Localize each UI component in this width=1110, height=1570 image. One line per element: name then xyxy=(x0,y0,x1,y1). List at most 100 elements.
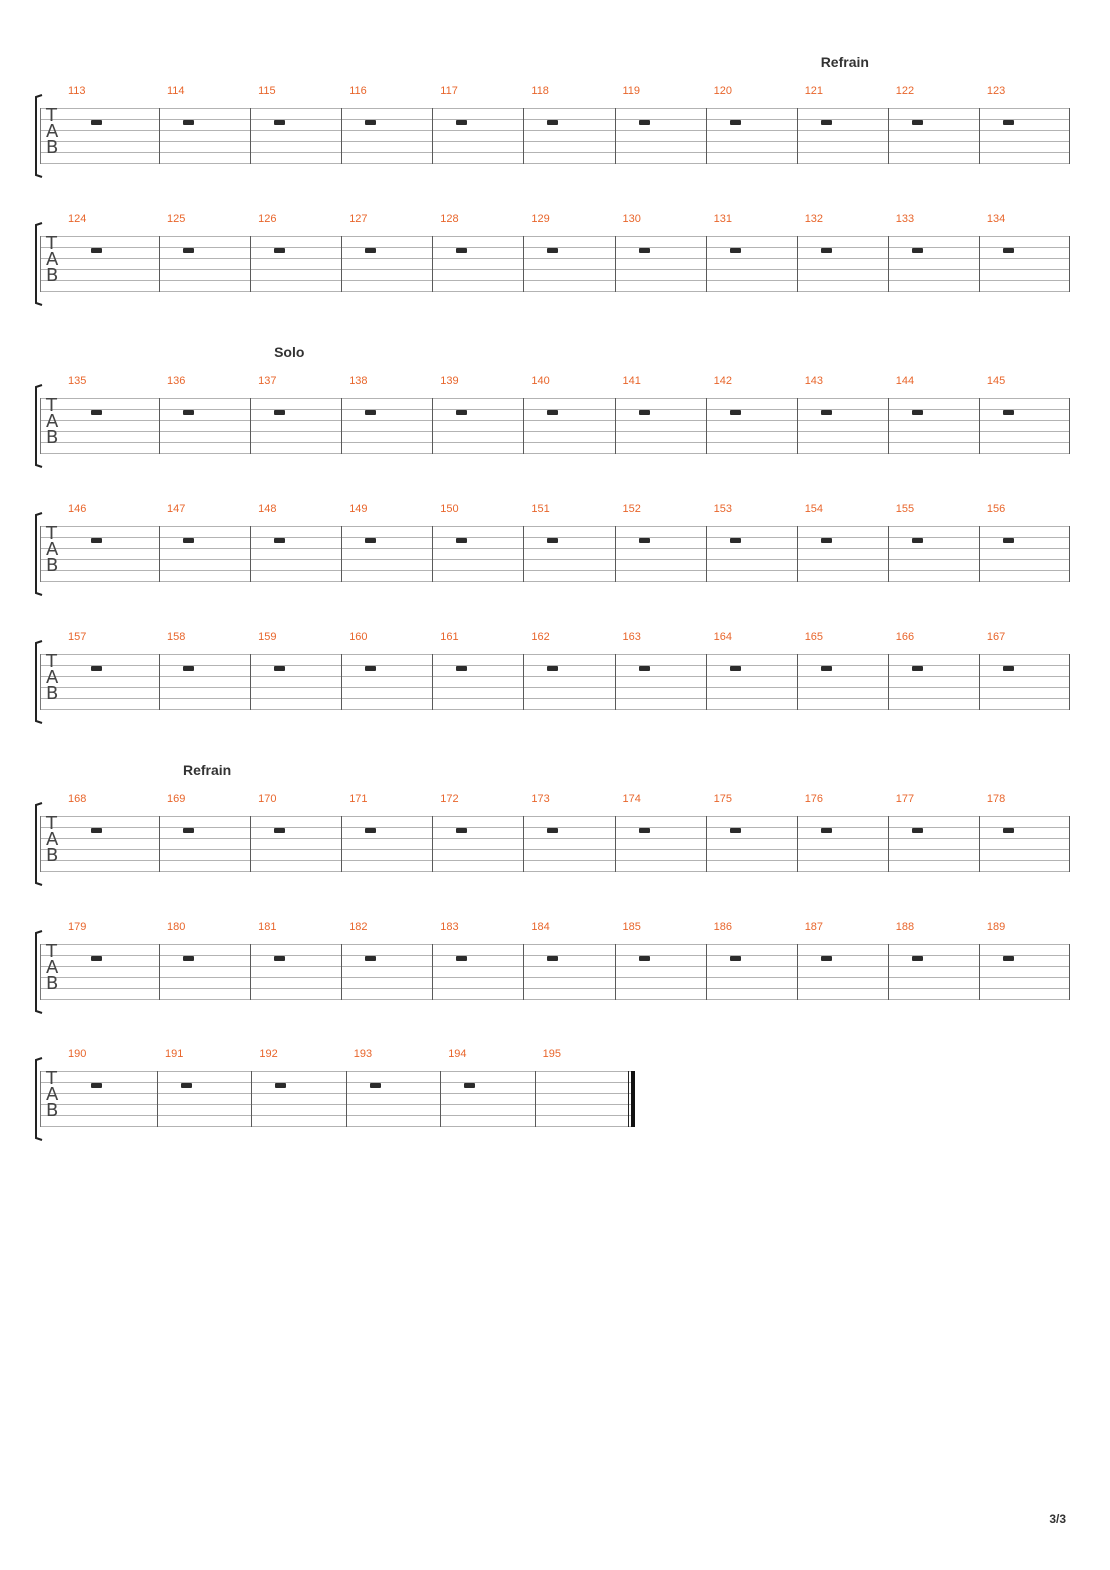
measure-number: 143 xyxy=(804,375,824,387)
staff-line xyxy=(40,420,1070,421)
measure-number: 191 xyxy=(165,1048,184,1060)
staff-line xyxy=(40,871,1070,872)
measure-number: 134 xyxy=(986,213,1006,225)
whole-rest xyxy=(183,828,194,833)
tab-clef-letter: B xyxy=(46,1100,59,1121)
tab-clef-letter: B xyxy=(46,265,59,286)
tab-clef-letter: A xyxy=(46,539,59,560)
measure-number: 140 xyxy=(531,375,550,387)
measure-number: 145 xyxy=(986,375,1006,387)
whole-rest xyxy=(638,248,650,253)
barline xyxy=(1069,526,1070,582)
whole-rest xyxy=(547,410,559,415)
whole-rest xyxy=(183,956,194,961)
barline xyxy=(159,236,160,292)
measure-number: 162 xyxy=(531,631,550,643)
staff-brace xyxy=(33,384,43,468)
barline xyxy=(978,398,980,454)
measure-number: 130 xyxy=(622,213,641,225)
staff-line xyxy=(40,453,1070,454)
tab-clef-letter: T xyxy=(46,651,57,672)
measure-number: 163 xyxy=(622,631,641,643)
measure-number: 151 xyxy=(531,503,550,515)
whole-rest xyxy=(820,538,832,543)
barline xyxy=(432,654,434,710)
measure-number: 153 xyxy=(713,503,732,515)
whole-rest xyxy=(456,120,468,125)
measure-number: 182 xyxy=(349,921,368,933)
measure-number: 194 xyxy=(448,1048,467,1060)
barline xyxy=(614,398,616,454)
whole-rest xyxy=(820,410,832,415)
staff-brace xyxy=(33,94,43,178)
measure-number: 152 xyxy=(622,503,641,515)
staff-brace xyxy=(33,222,43,306)
staff-line xyxy=(40,280,1070,281)
staff-line xyxy=(40,988,1070,989)
whole-rest xyxy=(547,248,559,253)
staff-line xyxy=(40,247,1070,248)
measure-number: 173 xyxy=(531,793,550,805)
measure-number: 168 xyxy=(68,793,87,805)
staff-line xyxy=(40,698,1070,699)
barline xyxy=(796,398,798,454)
staff-line xyxy=(40,966,1070,967)
whole-rest xyxy=(1002,410,1014,415)
measure-number: 146 xyxy=(68,503,87,515)
measure-number: 123 xyxy=(986,85,1006,97)
tab-clef-letter: T xyxy=(46,523,57,544)
staff-line xyxy=(40,431,1070,432)
measure-number: 185 xyxy=(622,921,641,933)
barline xyxy=(887,398,889,454)
measure-number: 118 xyxy=(531,85,549,97)
measure-number: 187 xyxy=(804,921,824,933)
staff-brace xyxy=(33,930,43,1014)
barline xyxy=(705,398,707,454)
whole-rest xyxy=(275,1083,287,1088)
whole-rest xyxy=(911,538,923,543)
barline xyxy=(432,108,434,164)
barline xyxy=(887,944,889,1000)
barline xyxy=(432,398,434,454)
measure-number: 166 xyxy=(895,631,915,643)
barline xyxy=(432,944,434,1000)
staff-line xyxy=(40,827,1070,828)
barline xyxy=(705,108,707,164)
barline xyxy=(432,816,434,872)
measure-number: 132 xyxy=(804,213,824,225)
measure-number: 155 xyxy=(895,503,915,515)
whole-rest xyxy=(729,828,741,833)
measure-number: 188 xyxy=(895,921,915,933)
whole-rest xyxy=(820,248,832,253)
staff-line xyxy=(40,860,1070,861)
whole-rest xyxy=(91,956,102,961)
barline xyxy=(978,236,980,292)
final-barline-thin xyxy=(628,1071,629,1127)
whole-rest xyxy=(365,248,377,253)
barline xyxy=(887,526,889,582)
whole-rest xyxy=(911,120,923,125)
staff-brace xyxy=(33,512,43,596)
measure-number: 126 xyxy=(258,213,277,225)
barline xyxy=(614,236,616,292)
barline xyxy=(250,654,252,710)
whole-rest xyxy=(911,828,923,833)
whole-rest xyxy=(456,956,468,961)
measure-number: 193 xyxy=(353,1048,373,1060)
whole-rest xyxy=(183,538,194,543)
staff-line xyxy=(40,570,1070,571)
whole-rest xyxy=(729,120,741,125)
whole-rest xyxy=(638,538,650,543)
tab-clef-letter: T xyxy=(46,813,57,834)
barline xyxy=(978,526,980,582)
tab-clef-letter: T xyxy=(46,395,57,416)
measure-number: 158 xyxy=(167,631,186,643)
whole-rest xyxy=(183,410,194,415)
barline xyxy=(796,236,798,292)
measure-number: 180 xyxy=(167,921,186,933)
measure-number: 177 xyxy=(895,793,915,805)
staff-line xyxy=(40,152,1070,153)
